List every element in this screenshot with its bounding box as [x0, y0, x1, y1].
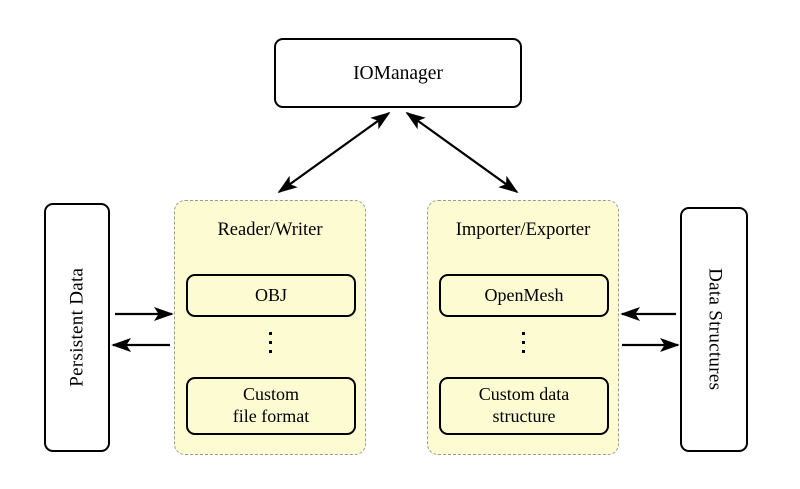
reader-writer-ellipsis [175, 332, 365, 353]
custom-file-format-line1: Custom [242, 384, 299, 405]
custom-data-structure-line2: structure [492, 406, 556, 426]
importer-exporter-panel: Importer/Exporter OpenMesh Custom data s… [427, 200, 619, 455]
custom-data-structure-label: Custom data structure [479, 384, 570, 427]
arrow-manager-importerexporter [405, 111, 519, 194]
reader-writer-panel: Reader/Writer OBJ Custom file format [174, 200, 366, 455]
openmesh-label: OpenMesh [484, 284, 564, 305]
importer-exporter-ellipsis [428, 332, 618, 353]
importer-exporter-panel-title: Importer/Exporter [455, 220, 591, 240]
io-manager-node[interactable]: IOManager [274, 38, 522, 108]
openmesh-node[interactable]: OpenMesh [439, 274, 609, 317]
persistent-data-node[interactable]: Persistent Data [44, 203, 110, 452]
ellipsis-dot [521, 350, 525, 353]
data-structures-node[interactable]: Data Structures [680, 207, 748, 452]
obj-format-node[interactable]: OBJ [186, 274, 356, 317]
ellipsis-dot [268, 332, 272, 335]
data-structures-label: Data Structures [704, 268, 726, 391]
ellipsis-dot [268, 350, 272, 353]
custom-file-format-line2: file format [232, 406, 310, 426]
custom-data-structure-node[interactable]: Custom data structure [439, 377, 609, 435]
custom-file-format-node[interactable]: Custom file format [186, 377, 356, 435]
arrow-manager-readerwriter [277, 111, 391, 194]
persistent-data-label: Persistent Data [65, 267, 87, 388]
custom-file-format-label: Custom file format [233, 384, 309, 427]
ellipsis-dot [268, 341, 272, 344]
custom-data-structure-line1: Custom data [478, 384, 570, 405]
ellipsis-dot [521, 332, 525, 335]
obj-format-label: OBJ [254, 284, 287, 305]
io-manager-label: IOManager [353, 62, 443, 84]
ellipsis-dot [521, 341, 525, 344]
reader-writer-panel-title: Reader/Writer [217, 220, 323, 240]
